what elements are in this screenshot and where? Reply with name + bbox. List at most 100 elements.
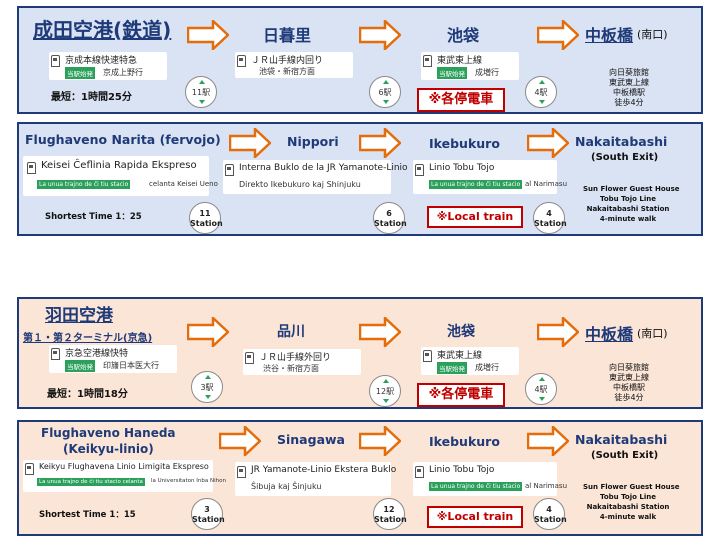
haneda-en-panel: Flughaveno Haneda (Keikyu-linio) Sinagaw… bbox=[17, 420, 703, 536]
direction-text: celanta Keisei Ueno bbox=[149, 180, 218, 188]
line-card: ＪＲ山手線内回り 池袋・新宿方面 bbox=[235, 52, 353, 78]
station-count-badge: 4駅 bbox=[525, 76, 557, 108]
destination-title: 中板橋 bbox=[585, 26, 634, 45]
arrow-icon bbox=[537, 317, 579, 347]
line-name: Linio Tobu Tojo bbox=[429, 163, 495, 173]
line-name: 京急空港線快特 bbox=[65, 349, 129, 359]
first-train-badge: La unua trajno de ĉi tiu stacio celanta bbox=[37, 478, 145, 486]
line-card: Linio Tobu Tojo La unua trajno de ĉi tiu… bbox=[413, 462, 567, 496]
line-name: ＪＲ山手線外回り bbox=[259, 353, 332, 363]
train-icon bbox=[51, 55, 60, 67]
destination-title: Nakaitabashi bbox=[575, 432, 668, 447]
arrow-icon bbox=[187, 20, 229, 50]
train-icon bbox=[225, 164, 234, 176]
line-card: JR Yamanote-Linio Ekstera Buklo Ŝibuja k… bbox=[235, 462, 396, 496]
line-name: ＪＲ山手線内回り bbox=[251, 56, 324, 66]
direction-text: 成増行 bbox=[475, 68, 499, 77]
direction-text: Direkto Ikebukuro kaj Shinjuku bbox=[239, 180, 361, 189]
direction-text: al Narimasu bbox=[525, 482, 567, 490]
direction-text: 池袋・新宿方面 bbox=[259, 67, 315, 76]
walk-info: 向日葵旅館東武東上線中板橋駅徒歩4分 bbox=[609, 68, 649, 107]
line-name: Interna Buklo de la JR Yamanote-Linio bbox=[239, 163, 408, 173]
destination-suffix: (南口) bbox=[637, 28, 668, 41]
line-card: ＪＲ山手線外回り 渋谷・新宿方面 bbox=[243, 349, 361, 375]
narita-jp-panel: 成田空港(鉄道) 日暮里 池袋 中板橋 (南口) 京成本線快速特急 当駅始発 京… bbox=[17, 6, 703, 114]
direction-text: 成増行 bbox=[475, 363, 499, 372]
train-icon bbox=[423, 55, 432, 67]
origin-subtitle: 第１・第２ターミナル(京急) bbox=[23, 333, 153, 344]
station-count-badge: 4駅 bbox=[525, 373, 557, 405]
first-train-badge: La unua trajno de ĉi tiu stacio bbox=[429, 180, 523, 189]
line-name: 東武東上線 bbox=[437, 56, 483, 66]
first-train-badge: La unua trajno de ĉi tiu stacio bbox=[37, 180, 131, 189]
direction-text: Ŝibuja kaj Ŝinjuku bbox=[251, 482, 322, 491]
line-name: 京成本線快速特急 bbox=[65, 56, 138, 66]
stop-title: 池袋 bbox=[447, 324, 475, 340]
direction-text: 印旛日本医大行 bbox=[103, 361, 159, 370]
arrow-icon bbox=[359, 317, 401, 347]
line-name: Keikyu Flughavena Linio Limigita Ekspres… bbox=[39, 462, 209, 471]
destination-title: Nakaitabashi bbox=[575, 134, 668, 149]
destination-suffix: (南口) bbox=[637, 327, 668, 340]
destination-suffix: (South Exit) bbox=[591, 152, 659, 163]
train-icon bbox=[415, 164, 424, 176]
walk-info: 向日葵旅館東武東上線中板橋駅徒歩4分 bbox=[609, 363, 649, 402]
station-count-badge: 12駅 bbox=[369, 375, 401, 407]
line-card: 京成本線快速特急 当駅始発 京成上野行 bbox=[49, 52, 167, 80]
stop-title: 品川 bbox=[277, 324, 305, 340]
train-icon bbox=[423, 350, 432, 362]
arrow-icon bbox=[229, 128, 271, 158]
origin-title: 羽田空港 bbox=[45, 306, 113, 326]
local-train-label: ※Local train bbox=[427, 206, 523, 228]
line-card: Interna Buklo de la JR Yamanote-Linio Di… bbox=[223, 160, 408, 194]
line-name: JR Yamanote-Linio Ekstera Buklo bbox=[251, 465, 397, 475]
origin-title: Flughaveno Narita (fervojo) bbox=[25, 132, 221, 147]
direction-text: al Narimasu bbox=[525, 180, 567, 188]
line-card: 東武東上線 当駅始発 成増行 bbox=[421, 347, 519, 375]
train-icon bbox=[25, 463, 34, 475]
direction-text: 渋谷・新宿方面 bbox=[263, 364, 319, 373]
line-card: Keikyu Flughavena Linio Limigita Ekspres… bbox=[23, 460, 226, 492]
local-train-label: ※Local train bbox=[427, 506, 523, 528]
arrow-icon bbox=[359, 128, 401, 158]
stop-title: Ikebukuro bbox=[429, 136, 500, 151]
stop-title: 池袋 bbox=[447, 26, 480, 45]
direction-text: 京成上野行 bbox=[103, 68, 143, 77]
origin-subtitle: (Keikyu-linio) bbox=[63, 442, 154, 456]
arrow-icon bbox=[527, 128, 569, 158]
shortest-time: 最短：1時間25分 bbox=[51, 92, 132, 103]
train-icon bbox=[51, 348, 60, 360]
arrow-icon bbox=[359, 20, 401, 50]
line-card: Keisei Ĉeflinia Rapida Ekspreso La unua … bbox=[23, 156, 218, 196]
station-count-badge: 6駅 bbox=[369, 76, 401, 108]
shortest-time: Shortest Time 1：15 bbox=[39, 510, 136, 520]
station-count-badge: 3駅 bbox=[191, 371, 223, 403]
haneda-jp-panel: 羽田空港 第１・第２ターミナル(京急) 品川 池袋 中板橋 (南口) 京急空港線… bbox=[17, 297, 703, 409]
arrow-icon bbox=[537, 20, 579, 50]
station-count-badge: 11駅 bbox=[185, 76, 217, 108]
stop-title: Nippori bbox=[287, 134, 339, 149]
first-train-badge: 当駅始発 bbox=[437, 362, 467, 374]
destination-title: 中板橋 bbox=[585, 325, 634, 344]
line-name: 東武東上線 bbox=[437, 351, 483, 361]
arrow-icon bbox=[527, 426, 569, 456]
train-icon bbox=[245, 352, 254, 364]
first-train-badge: La unua trajno de ĉi tiu stacio bbox=[429, 482, 523, 491]
local-train-label: ※各停電車 bbox=[417, 383, 505, 407]
local-train-label: ※各停電車 bbox=[417, 88, 505, 112]
shortest-time: Shortest Time 1：25 bbox=[45, 212, 142, 222]
train-icon bbox=[237, 466, 246, 478]
arrow-icon bbox=[187, 317, 229, 347]
narita-en-panel: Flughaveno Narita (fervojo) Nippori Ikeb… bbox=[17, 122, 703, 236]
line-card: 京急空港線快特 当駅始発 印旛日本医大行 bbox=[49, 345, 177, 373]
origin-title: 成田空港(鉄道) bbox=[33, 18, 172, 42]
line-name: Linio Tobu Tojo bbox=[429, 465, 495, 475]
